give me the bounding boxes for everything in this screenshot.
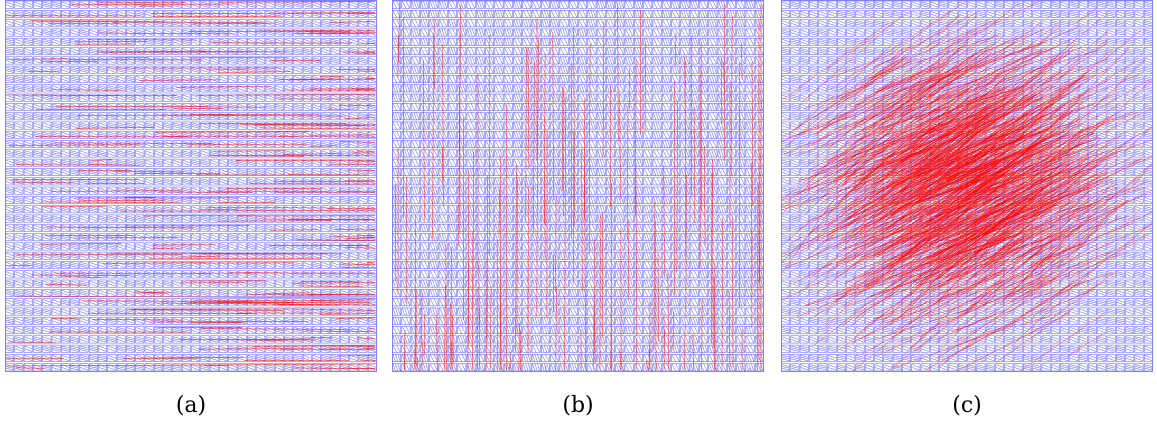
caption-a: (a): [5, 393, 377, 418]
panel-c-shuffled-layout: [781, 0, 1153, 372]
panel-a-row-major-layout: [5, 0, 377, 372]
cell-glyphs: [6, 1, 377, 371]
panel-frame: [6, 1, 377, 372]
panel-a-graphic: [5, 0, 377, 372]
caption-b: (b): [392, 393, 764, 418]
caption-c: (c): [781, 393, 1153, 418]
cell-glyphs: [393, 1, 764, 371]
panel-c-graphic: [781, 0, 1153, 372]
edge-lines: [782, 1, 1152, 371]
panel-frame: [393, 1, 764, 372]
panel-b-column-major-layout: [392, 0, 764, 372]
panel-b-graphic: [392, 0, 764, 372]
